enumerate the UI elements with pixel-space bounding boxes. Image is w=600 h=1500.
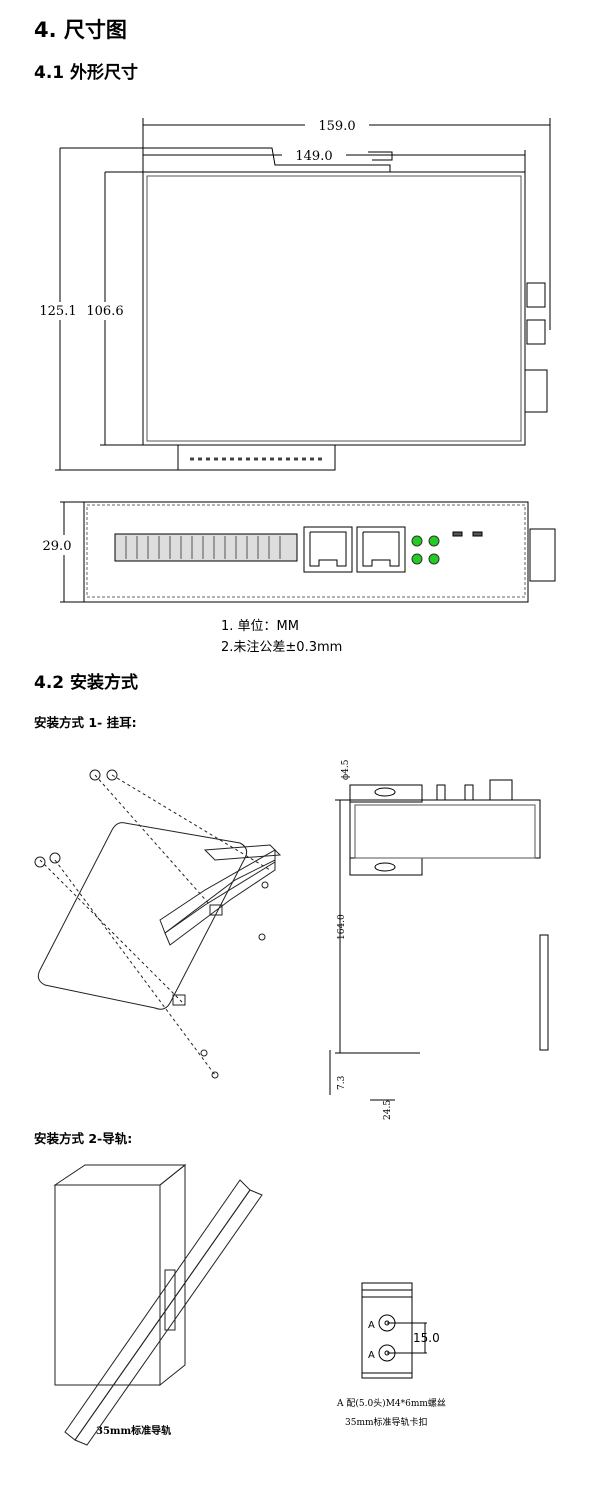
dim-125: 125.1 — [39, 304, 76, 319]
screw-marker-a: A — [368, 1320, 375, 1331]
section-title-mounting: 4.2 安装方式 — [34, 673, 139, 693]
dim-15: 15.0 — [413, 1331, 440, 1345]
page-heading: 4. 尺寸图 — [34, 18, 127, 42]
outline-drawing-front: 29.0 — [30, 501, 556, 603]
outline-drawing-top: 159.0 149.0 125.1 106.6 — [30, 117, 551, 471]
dim-24-5: 24.5 — [383, 1100, 393, 1120]
note-tolerance: 2.未注公差±0.3mm — [221, 640, 343, 655]
section-title-dimensions: 4.1 外形尺寸 — [34, 63, 139, 83]
mounting-method-2-title: 安装方式 2-导轨: — [34, 1131, 133, 1146]
screw-note: A 配(5.0头)M4*6mm螺丝 — [336, 1397, 446, 1409]
dim-159: 159.0 — [318, 119, 355, 134]
dim-7-3: 7.3 — [337, 1075, 347, 1090]
dim-106: 106.6 — [86, 304, 123, 319]
ear-mount-exploded-drawing — [34, 769, 282, 1079]
rail-clip-drawing: A A 15.0 A 配(5.0头)M4*6mm螺丝 35mm标准导轨卡扣 — [336, 1282, 446, 1428]
mounting-method-1-title: 安装方式 1- 挂耳: — [34, 715, 137, 730]
screw-marker-a: A — [368, 1350, 375, 1361]
led-indicators — [411, 535, 440, 565]
dim-hole: ϕ4.5 — [341, 759, 351, 780]
dim-149: 149.0 — [295, 149, 332, 164]
note-unit: 1. 单位：MM — [221, 619, 299, 634]
dim-164: 164.0 — [337, 914, 347, 940]
rail-label: 35mm标准导轨 — [96, 1424, 171, 1437]
clip-label: 35mm标准导轨卡扣 — [345, 1416, 428, 1428]
ear-mount-side-drawing: ϕ4.5 164.0 7.3 24.5 — [329, 759, 549, 1120]
din-rail-mount-drawing: 35mm标准导轨 — [53, 1163, 263, 1446]
dim-29: 29.0 — [43, 539, 72, 554]
